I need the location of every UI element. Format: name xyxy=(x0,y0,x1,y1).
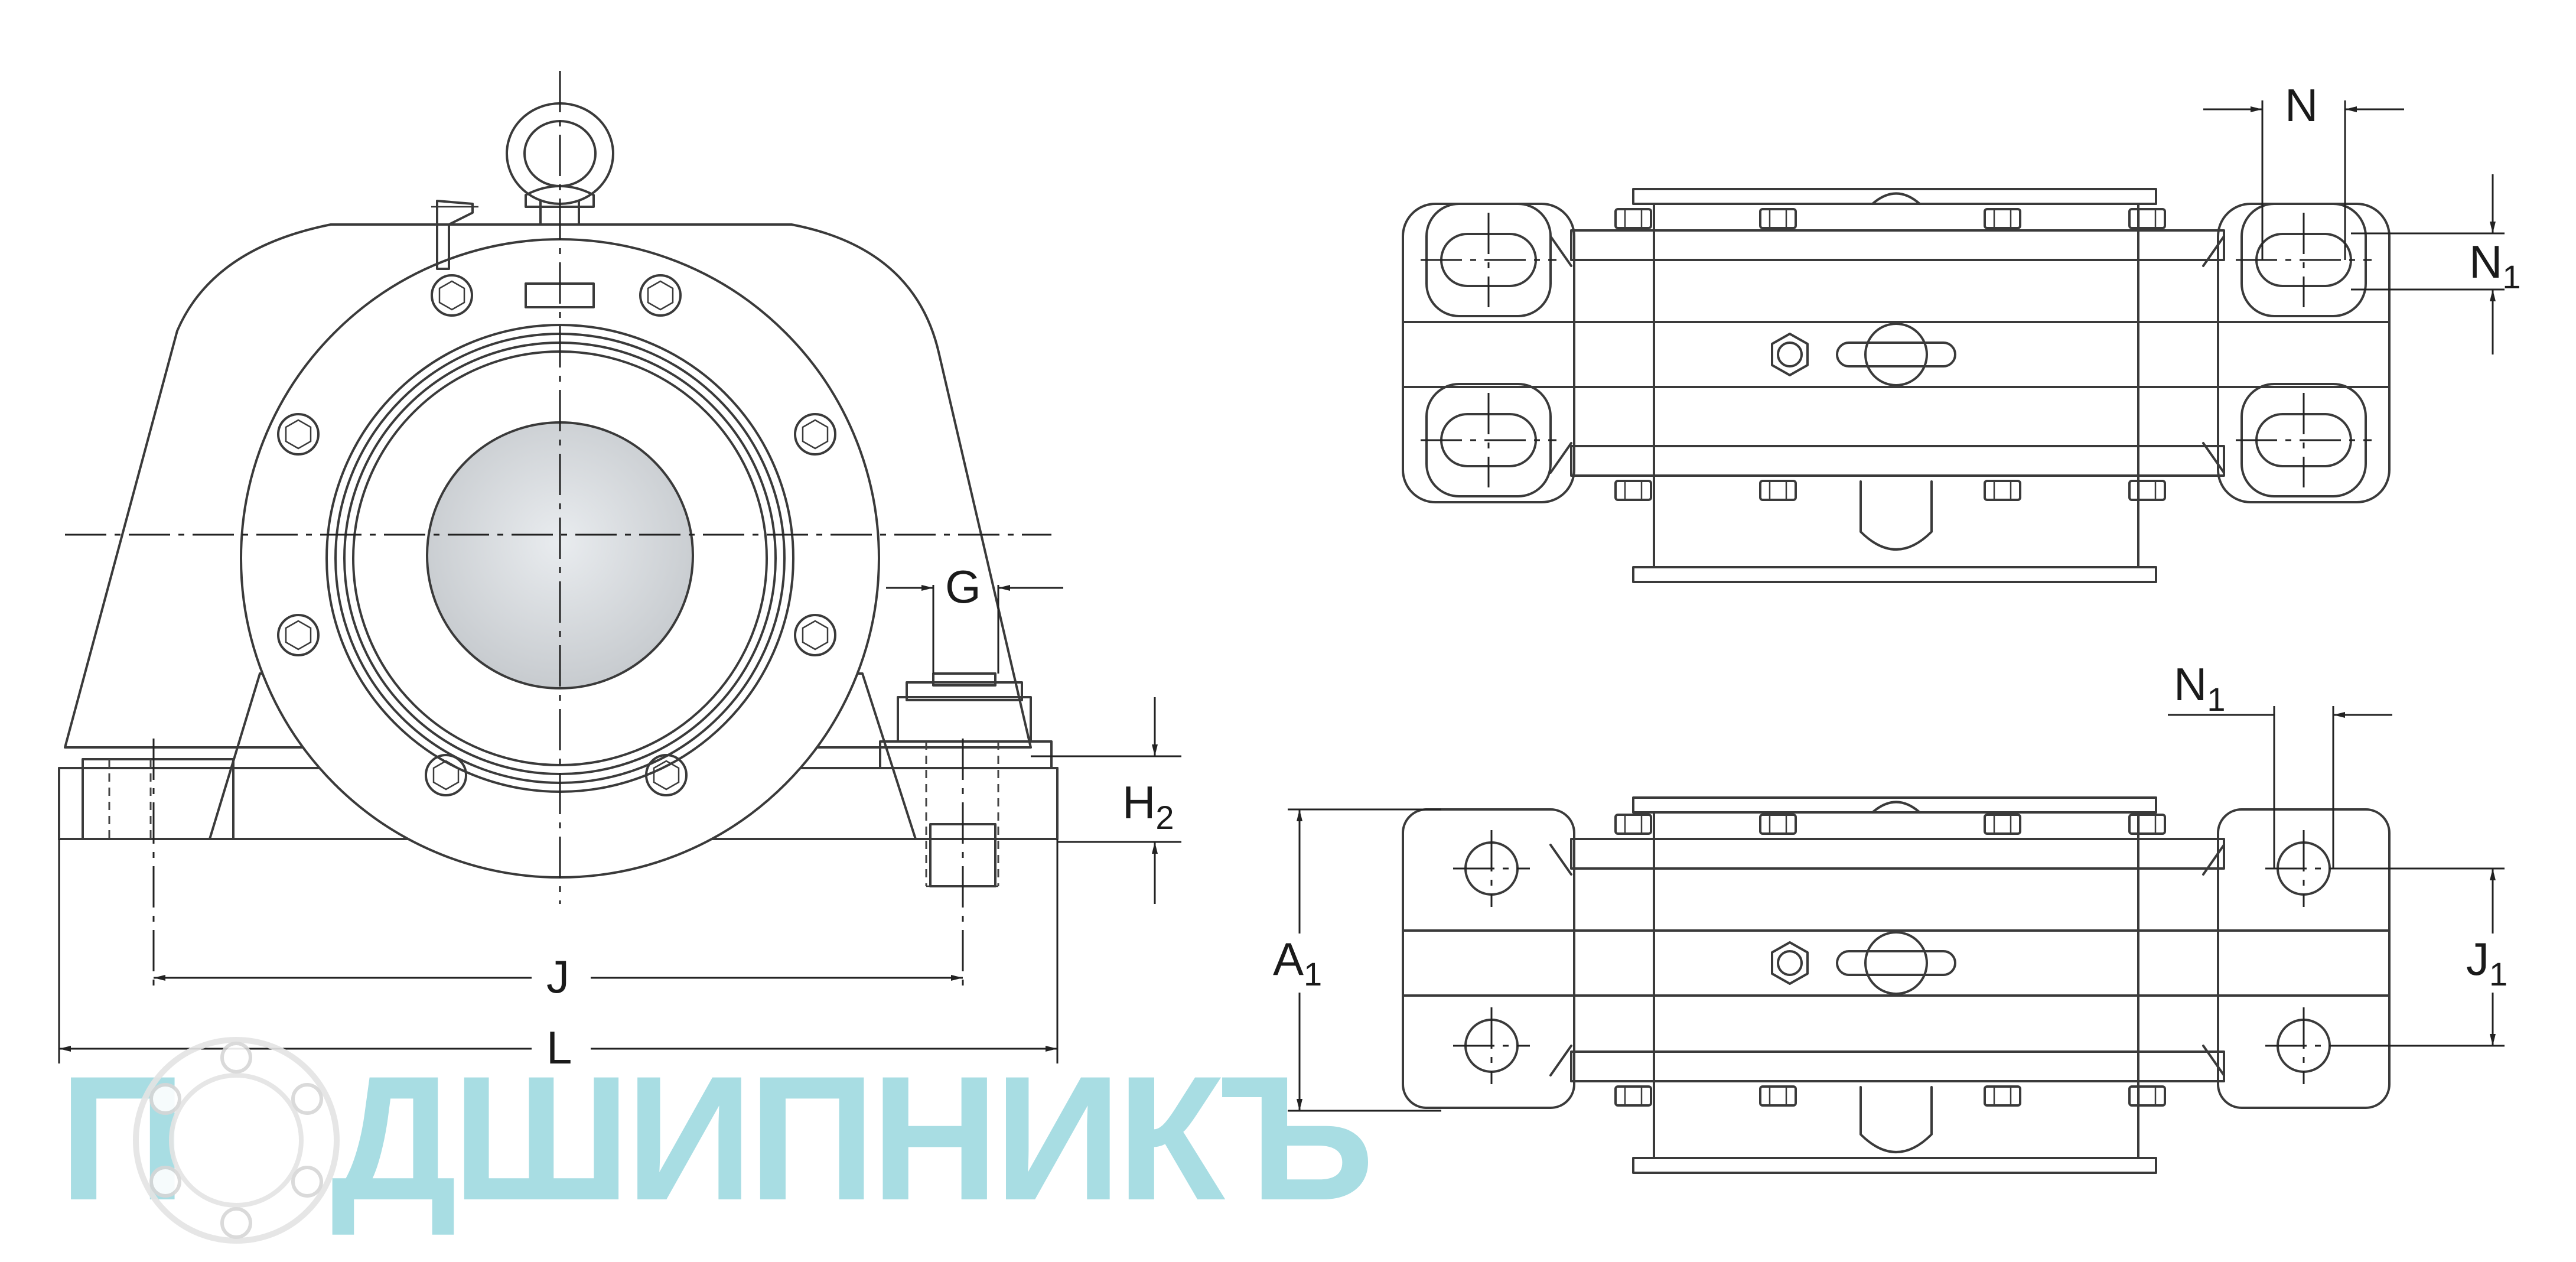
label-h2: H2 xyxy=(1122,776,1174,836)
front-view xyxy=(58,71,1059,993)
label-j: J xyxy=(546,951,569,1003)
label-n: N xyxy=(2285,79,2318,131)
bearing-logo-icon xyxy=(133,1037,340,1244)
label-a1: A1 xyxy=(1273,933,1322,993)
top-plan-dimensions xyxy=(2203,100,2505,354)
label-n1-top: N1 xyxy=(2469,236,2521,295)
top-plan-view xyxy=(1402,188,2391,583)
label-g: G xyxy=(945,561,981,613)
label-n1-bottom: N1 xyxy=(2174,658,2226,718)
bottom-plan-dimensions xyxy=(1288,706,2505,1112)
label-j1: J1 xyxy=(2466,933,2507,993)
watermark-logo: П ДШИПНИКЪ xyxy=(59,1037,1375,1244)
front-dimensions xyxy=(58,585,1181,1063)
watermark-text: ДШИПНИКЪ xyxy=(331,1039,1370,1237)
label-l: L xyxy=(546,1022,572,1074)
bottom-plan-view xyxy=(1402,796,2391,1174)
